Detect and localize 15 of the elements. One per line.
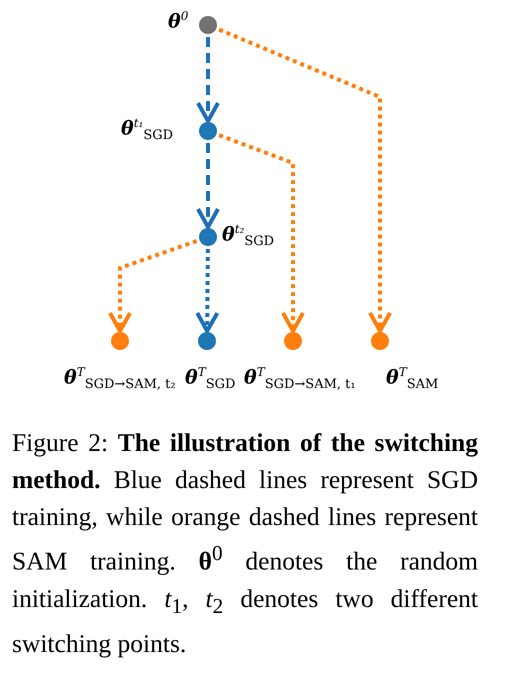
point-circle: [283, 331, 303, 351]
point-circle: [198, 15, 218, 35]
arrow: [218, 28, 392, 333]
figure-caption: Figure 2: The illustration of the switching method. Blue dashed lines represent SGD training, while orange dashed lines represent SAM training. θ$^{0}$ denotes the random initialization. t$_{1}$, t$_{2}$ denotes two different switching points.: [12, 427, 478, 660]
point-circle: [197, 331, 217, 351]
arrow: [108, 239, 198, 333]
arrow: [195, 248, 220, 333]
math-label: θ$^{0}$: [168, 10, 188, 32]
point-circle: [370, 331, 390, 351]
point-circle: [110, 331, 130, 351]
arrow: [196, 143, 220, 229]
point-circle: [198, 227, 218, 247]
arrow: [196, 37, 220, 123]
arrow: [218, 133, 305, 333]
point-circle: [198, 121, 218, 141]
